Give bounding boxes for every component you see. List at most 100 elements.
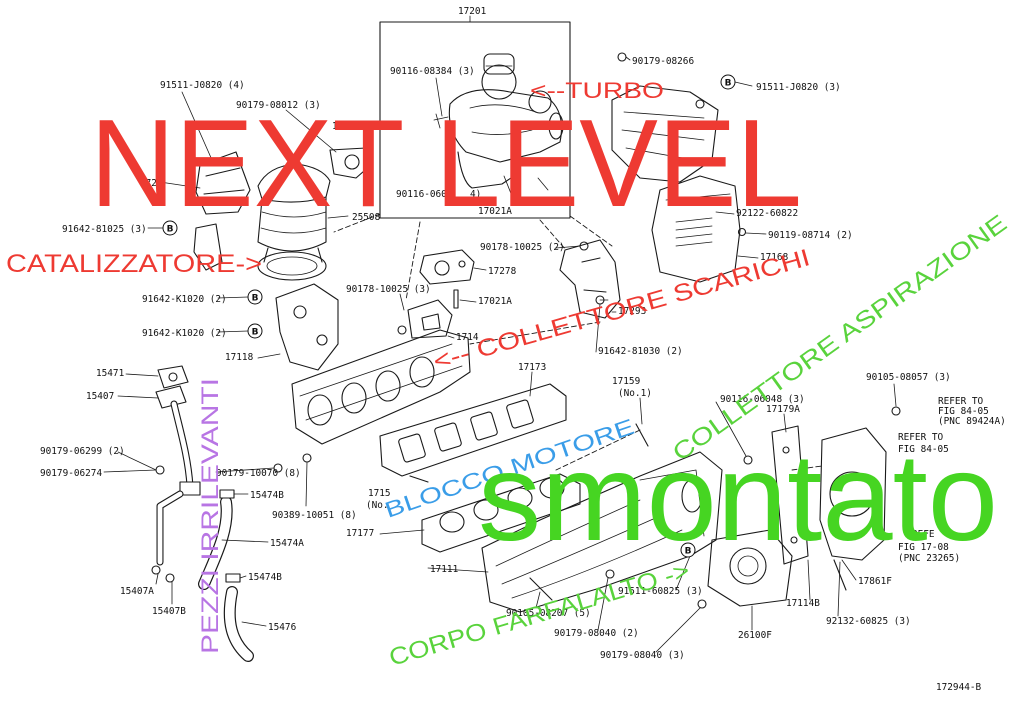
catalyst-bottom-ring-inner — [266, 256, 318, 276]
part-label: 17278 — [488, 266, 517, 277]
part-label: 90179-10070 (8) — [216, 468, 301, 479]
intake-manifold-gasket — [421, 473, 581, 553]
b-marker: B — [247, 289, 263, 305]
next-level-annotation: NEXT LEVEL — [90, 95, 802, 233]
part-label: 15471 — [96, 368, 125, 379]
part-label: 90105-08207 (5) — [506, 608, 591, 619]
part-labels: 17201 90116-08384 (3) 90179-08266 91511-… — [40, 6, 1006, 693]
part-label: 15407A — [120, 586, 154, 597]
manifold-outlet-gasket — [407, 299, 453, 339]
part-label: (PNC 23265) — [898, 553, 960, 564]
lower-heat-shield-washer — [737, 227, 747, 237]
catalyst-body — [257, 196, 327, 252]
catalyst-support-bracket — [275, 283, 339, 371]
turbo-detail-lines — [469, 65, 537, 135]
exhaust-port — [375, 370, 401, 402]
part-label: 90116-0604 — [396, 189, 453, 200]
turbo-assembly — [379, 21, 571, 219]
part-label: 15474B — [250, 490, 284, 501]
part-label: 4) — [470, 189, 481, 200]
intake-cover-gasket — [771, 425, 809, 565]
washer — [302, 453, 312, 463]
hose-15474a-inner — [199, 497, 232, 589]
part-label: 17118 — [225, 352, 254, 363]
bolt — [165, 573, 175, 583]
intake-inlet-cover — [819, 427, 887, 591]
exhaust-gasket-outline — [379, 383, 567, 477]
catalyst-top-flange — [257, 163, 331, 203]
part-label: 15474B — [248, 572, 282, 583]
cover-gasket-hole — [790, 536, 798, 544]
heat-shield-bolt-hole — [695, 99, 705, 109]
intake-gasket-port — [473, 499, 499, 521]
drawing-code: 172944-B — [936, 682, 982, 693]
part-label: 92132-60825 (3) — [826, 616, 911, 627]
turbo-gasket-port — [434, 260, 450, 276]
b-marker-letter: B — [167, 225, 174, 235]
part-label: 26100F — [738, 630, 772, 641]
part-label: 17293 — [618, 306, 646, 317]
turbo-wastegate-actuator — [528, 90, 552, 114]
part-label: (PNC 89424A) — [938, 416, 1006, 427]
bolt — [617, 52, 627, 62]
support-bracket-outline — [275, 283, 339, 371]
exhaust-port — [409, 356, 435, 388]
support-bracket-hole — [293, 305, 307, 319]
part-label: 91642-81030 (2) — [598, 346, 683, 357]
cover-gasket-outline — [771, 425, 809, 565]
b-marker-circle — [247, 323, 263, 339]
part-label: 15407B — [152, 606, 186, 617]
part-label: 17111 — [430, 564, 459, 575]
exhaust-manifold-gasket — [379, 383, 567, 477]
part-label: 91642-K1020 (2) — [142, 294, 227, 305]
bolt — [579, 241, 589, 251]
exhaust-port — [341, 382, 367, 414]
throttle-bore — [729, 547, 767, 585]
intake-manifold — [481, 451, 723, 613]
part-label: 90178-10025 (2) — [480, 242, 565, 253]
exhaust-manifold — [291, 329, 471, 445]
part-label: 90119-08714 (2) — [768, 230, 853, 241]
part-label: 91511-J0820 (3) — [756, 82, 841, 93]
part-label: 1714 — [456, 332, 479, 343]
part-label: 90179-08040 (2) — [554, 628, 639, 639]
part-label: (No. — [366, 500, 389, 511]
lower-heat-shield-slots — [665, 193, 731, 247]
nut — [397, 325, 407, 335]
inlet-cover-port — [829, 471, 875, 517]
b-marker: B — [162, 220, 178, 236]
part-label: 17168 — [760, 252, 789, 263]
turbo-feed-line — [155, 365, 254, 662]
intake-runners — [495, 469, 705, 599]
turbo-center-body — [448, 89, 563, 163]
return-pipe-inner — [157, 491, 183, 565]
lower-heat-shield-outline — [651, 175, 741, 283]
part-label: 17114B — [786, 598, 820, 609]
part-label: 172 — [140, 178, 157, 189]
turbo-turbine-outlet — [457, 151, 521, 189]
turbo-support-bracket — [559, 239, 621, 319]
intake-plenum-port — [681, 479, 703, 513]
turbo-callout-box — [379, 21, 571, 219]
part-label: 17173 — [518, 362, 546, 373]
part-label: 90178-10025 (3) — [346, 284, 431, 295]
b-marker-circle — [162, 220, 178, 236]
catalyst-stay-bracket — [193, 223, 223, 271]
turbo-gasket-bolt-hole — [458, 260, 466, 268]
part-label: 17159 — [612, 376, 641, 387]
stud — [453, 289, 459, 309]
heat-shield-outline — [611, 85, 719, 183]
part-label: 15474A — [270, 538, 304, 549]
exhaust-manifold-body — [291, 329, 471, 445]
support-bracket-hole — [316, 334, 328, 346]
part-label: 90179-08266 — [632, 56, 694, 67]
part-label: 17861F — [858, 576, 892, 587]
part-label: 17179A — [766, 404, 800, 415]
part-label: 92122-60822 — [736, 208, 798, 219]
turbo-intake-neck — [483, 53, 515, 75]
pipe-15476-inner — [224, 587, 253, 661]
bolt — [891, 406, 901, 416]
intake-gasket-port — [439, 511, 465, 533]
stud-17861f — [833, 559, 847, 591]
part-label: 90116-08384 (3) — [390, 66, 475, 77]
